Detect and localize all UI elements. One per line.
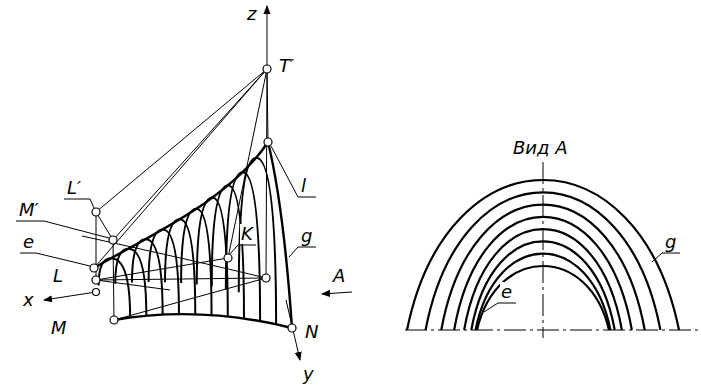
point-label: M — [50, 318, 68, 338]
ruled-arch — [99, 258, 131, 317]
point-label: e — [22, 232, 35, 252]
ruled-arch — [165, 219, 195, 314]
point-label: N — [304, 322, 319, 342]
ruled-arch — [250, 142, 292, 328]
view-arch — [426, 192, 661, 330]
view-arch — [454, 217, 632, 330]
ruled-arch — [239, 158, 276, 325]
view-arch — [464, 229, 622, 330]
view-arch — [476, 254, 611, 330]
point-label: l — [300, 176, 307, 196]
view-arch — [471, 241, 614, 330]
point-label: x — [22, 290, 35, 310]
point-label: y — [302, 364, 315, 384]
view-arch — [407, 180, 679, 330]
back-curve — [82, 236, 266, 278]
point-label: А — [332, 266, 346, 286]
point-label: K — [240, 224, 254, 244]
point-label: g — [300, 226, 313, 246]
point-label: T′ — [278, 56, 295, 76]
view-arch — [477, 266, 609, 330]
ruled-arch — [115, 249, 146, 316]
point-label: L′ — [66, 178, 82, 198]
point-label: Вид А — [512, 138, 569, 158]
point-label: L — [52, 266, 64, 286]
point-label: z — [246, 4, 257, 24]
point-label: g — [664, 232, 677, 252]
point-label: e — [500, 282, 513, 302]
ruled-arch — [149, 229, 179, 314]
point-label: M′ — [18, 200, 40, 220]
view-arch — [441, 205, 644, 330]
